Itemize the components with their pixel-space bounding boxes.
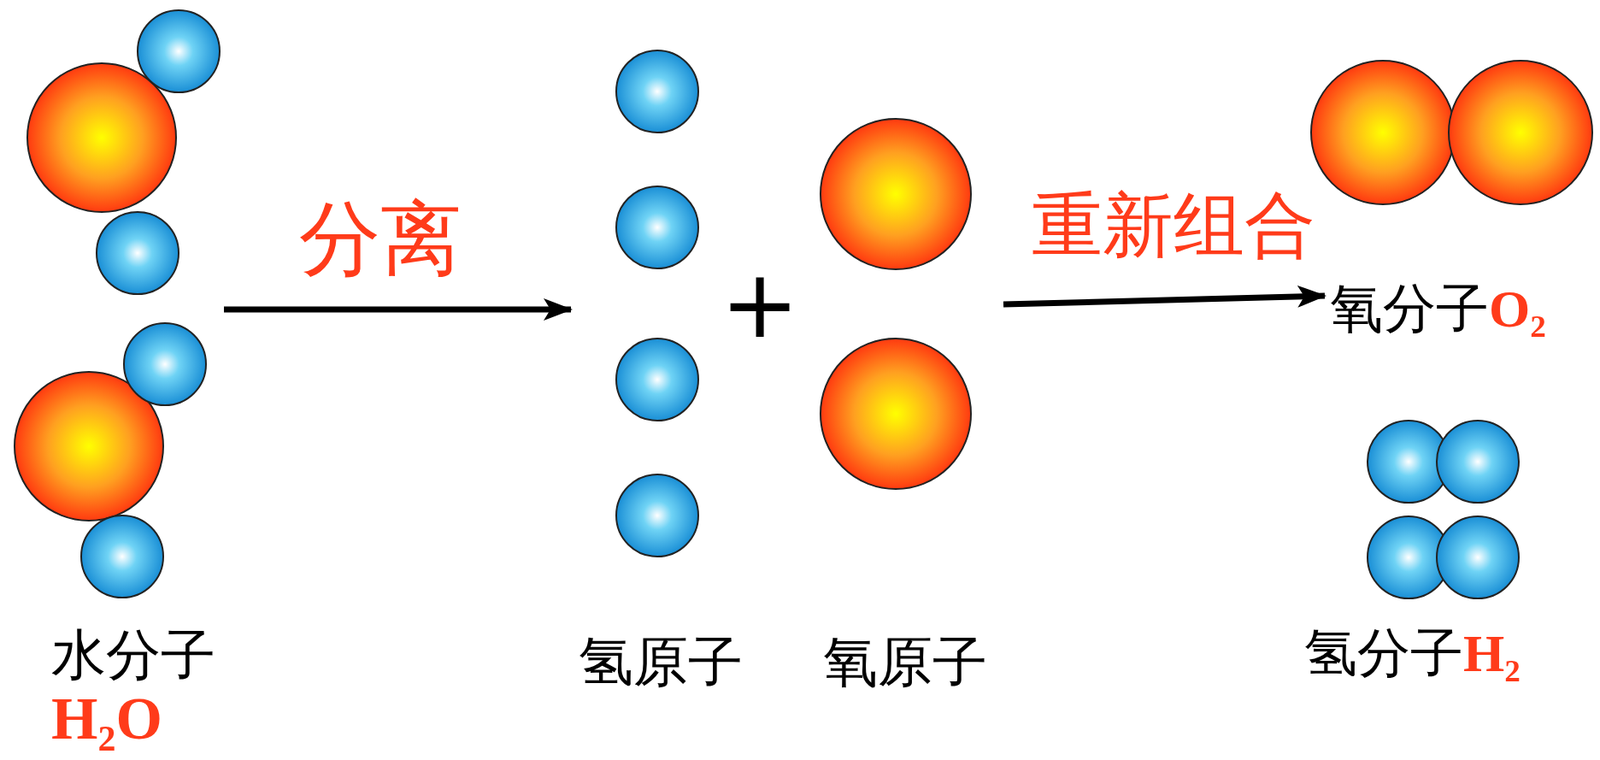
formula-label: H₂	[1463, 623, 1521, 683]
formula-label: H₂O	[51, 685, 163, 752]
hydrogen-atom	[137, 10, 220, 93]
hydrogen-atom	[1436, 516, 1519, 599]
reaction-arrow	[1003, 295, 1325, 305]
arrow-label: 重新组合	[1031, 187, 1316, 265]
molecule-group: 氢原子	[572, 34, 749, 693]
reaction-arrow	[223, 306, 571, 313]
formula-label: O₂	[1488, 279, 1547, 338]
arrow-label: 分离	[299, 194, 462, 285]
hydrogen-atom	[96, 211, 179, 295]
hydrogen-atom	[123, 323, 206, 406]
hydrogen-atom	[1436, 420, 1519, 503]
oxygen-atom	[1448, 60, 1593, 205]
hydrogen-atom	[616, 186, 699, 269]
oxygen-atom	[1311, 60, 1455, 205]
plus-sign: +	[720, 252, 800, 357]
molecule-group: 氢分子H₂	[1299, 410, 1590, 683]
hydrogen-atom	[616, 50, 699, 133]
hydrogen-atom	[616, 338, 699, 421]
molecule-group: 水分子H₂O	[51, 8, 223, 752]
name-label: 氢原子	[578, 632, 743, 693]
name-label: 氧原子	[823, 632, 988, 693]
oxygen-atom	[27, 63, 177, 212]
name-label: 氧分子	[1329, 279, 1489, 338]
hydrogen-atom	[616, 474, 699, 557]
name-label: 水分子	[51, 625, 216, 686]
name-label: 氢分子	[1304, 623, 1464, 683]
molecule-group: 氧分子O₂	[1326, 55, 1595, 338]
oxygen-atom	[820, 118, 971, 270]
hydrogen-atom	[81, 515, 164, 598]
molecule-group: 氧原子	[807, 34, 1002, 693]
oxygen-atom	[820, 338, 971, 489]
